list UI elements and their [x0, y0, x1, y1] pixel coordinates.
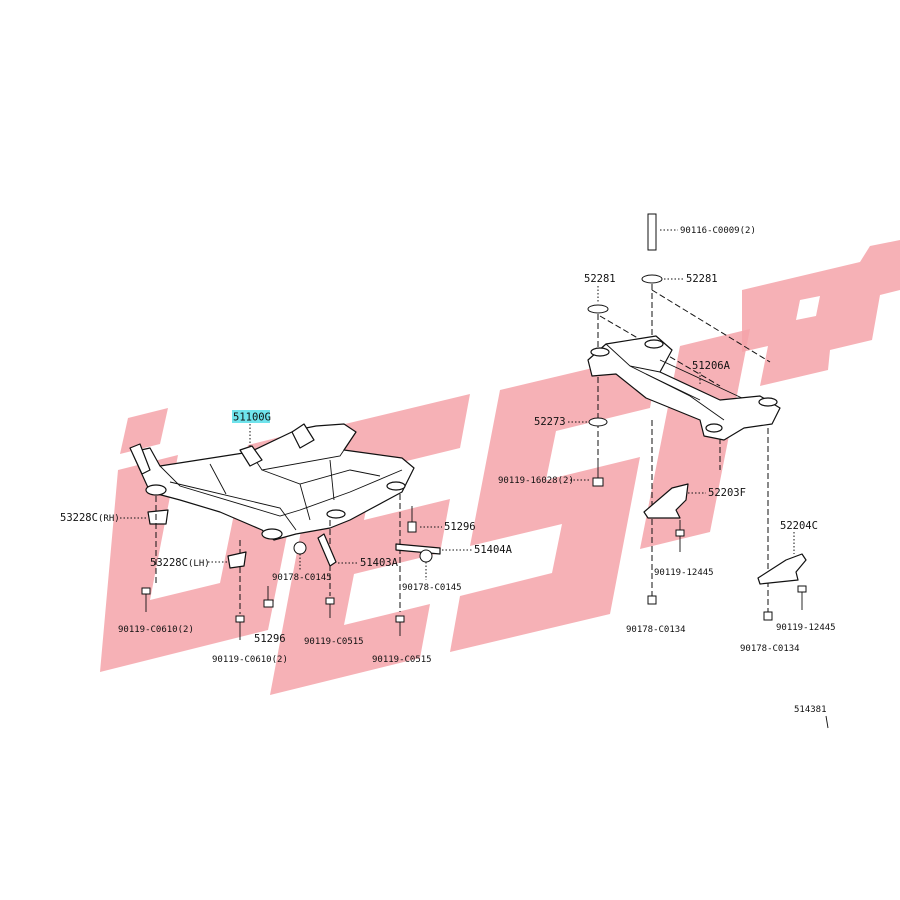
bracket-lh-label[interactable]: 53228C — [150, 557, 188, 569]
stopper-51296-lower-label[interactable]: 51296 — [254, 633, 286, 645]
ghost-line-7 — [651, 289, 771, 363]
washer-52281-right — [641, 274, 663, 284]
stopper-51296-upper — [407, 506, 417, 533]
bolt-16028 — [592, 460, 604, 487]
watermark-letter-3 — [450, 352, 660, 652]
stopper-51296-lower — [263, 586, 274, 608]
bolt-c0610-center-label[interactable]: 90119-C0610(2) — [212, 655, 288, 665]
brace-51403a-label[interactable]: 51403A — [360, 557, 399, 569]
bolt-c0610-left — [141, 587, 151, 612]
crossmember-51206a — [587, 335, 781, 441]
bolt-c0515-right — [395, 615, 405, 636]
engine-block-window — [796, 296, 820, 320]
subframe-label[interactable]: 51100G — [233, 412, 271, 424]
watermark-dot — [120, 408, 168, 454]
engine-block-icon — [742, 240, 900, 386]
bolt-c0515-left-label[interactable]: 90119-C0515 — [304, 637, 364, 647]
nut-c0145-right-label[interactable]: 90178-C0145 — [402, 583, 462, 593]
crossmember-51206a-label[interactable]: 51206A — [692, 360, 731, 372]
bracket-rh-part — [147, 509, 169, 525]
bolt-12445-right-label[interactable]: 90119-12445 — [776, 623, 836, 633]
nut-c0134-left-label[interactable]: 90178-C0134 — [626, 625, 686, 635]
bolt-c0610-left-label[interactable]: 90119-C0610(2) — [118, 625, 194, 635]
nut-c0145-left — [293, 541, 307, 555]
washer-52273-label[interactable]: 52273 — [534, 416, 566, 428]
stud-c0009-label[interactable]: 90116-C0009(2) — [680, 226, 756, 236]
brace-51404a-label[interactable]: 51404A — [474, 544, 513, 556]
washer-52281-left — [587, 304, 609, 314]
bracket-rh-side-label: (RH) — [98, 514, 120, 524]
brace-51403a-part — [317, 533, 337, 567]
bolt-12445-left — [675, 520, 685, 552]
bolt-12445-right — [797, 585, 807, 610]
bracket-52204c-label[interactable]: 52204C — [780, 520, 818, 532]
subframe-label-highlight — [232, 410, 270, 423]
bracket-lh-part — [227, 551, 247, 569]
bolt-c0610-center — [235, 615, 245, 640]
bracket-52203f — [643, 483, 689, 519]
nut-c0145-right — [419, 549, 433, 563]
bracket-lh-side-label: (LH) — [188, 559, 210, 569]
bracket-52204c — [757, 553, 807, 585]
nut-c0134-right — [763, 611, 773, 621]
bolt-c0515-right-label[interactable]: 90119-C0515 — [372, 655, 432, 665]
figure-number: 514381 — [794, 705, 827, 715]
figure-number-mark — [825, 715, 829, 729]
washer-52281-right-label[interactable]: 52281 — [686, 273, 718, 285]
nut-c0145-left-label[interactable]: 90178-C0145 — [272, 573, 332, 583]
washer-52281-left-label[interactable]: 52281 — [584, 273, 616, 285]
subframe-assembly — [129, 423, 415, 541]
bracket-52203f-label[interactable]: 52203F — [708, 487, 746, 499]
nut-c0134-left — [647, 595, 657, 605]
nut-c0134-right-label[interactable]: 90178-C0134 — [740, 644, 800, 654]
bolt-c0515-left — [325, 597, 335, 618]
stud-c0009 — [647, 213, 657, 251]
bolt-12445-left-label[interactable]: 90119-12445 — [654, 568, 714, 578]
ghost-line-8 — [599, 315, 721, 387]
bracket-rh-label[interactable]: 53228C — [60, 512, 98, 524]
bolt-16028-label[interactable]: 90119-16028(2) — [498, 476, 574, 486]
stopper-51296-upper-label[interactable]: 51296 — [444, 521, 476, 533]
washer-52273 — [588, 417, 608, 427]
